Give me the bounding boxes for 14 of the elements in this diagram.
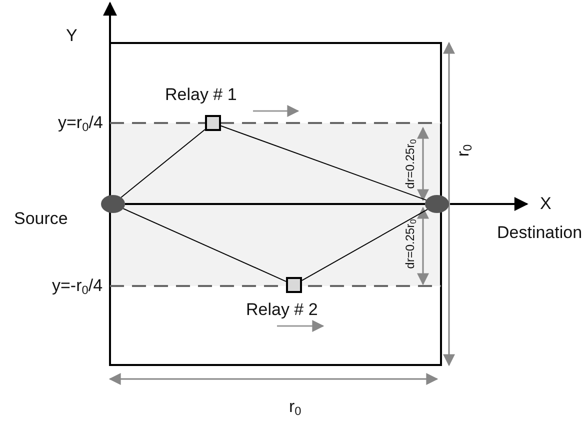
axis-label: Y <box>66 27 78 44</box>
axis-label: X <box>540 195 552 212</box>
node-label: Destination <box>497 224 582 241</box>
boundary-label: y=-r$_{0}$/4 <box>52 277 103 294</box>
link-line <box>122 208 286 282</box>
boundary-label: y=r$_{0}$/4 <box>58 114 103 131</box>
link-line <box>220 125 427 201</box>
link-line <box>302 208 428 281</box>
link-line <box>125 203 425 205</box>
dimension-label: r$_{0}$ <box>289 398 302 415</box>
node-label: Relay # 1 <box>165 86 237 103</box>
link-line <box>120 128 206 198</box>
node-label: Relay # 2 <box>246 301 318 318</box>
node-label: Source <box>14 210 68 227</box>
